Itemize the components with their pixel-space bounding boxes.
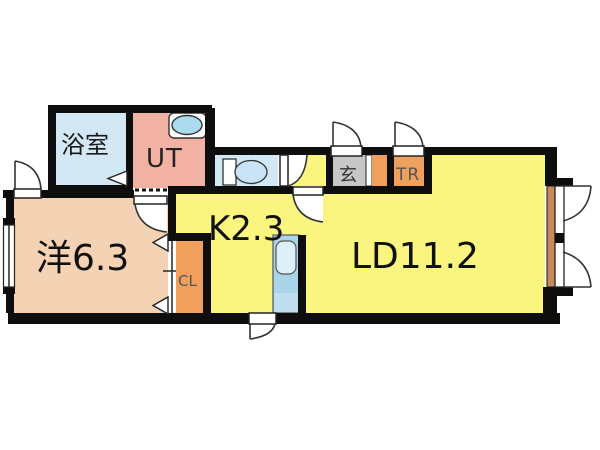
wood-frame (546, 185, 556, 288)
entrance-door-frame (365, 154, 373, 187)
walls (3, 105, 573, 324)
labels: 浴室 UT 玄 TR K2.3 LD11.2 洋6.3 CL (36, 131, 479, 290)
wall-bottom (8, 313, 560, 324)
wall-trunk-left (387, 155, 394, 187)
label-entrance: 玄 (339, 165, 357, 186)
label-trunk: TR (395, 165, 420, 185)
label-bathroom: 浴室 (61, 131, 109, 159)
wall-top-main (212, 147, 557, 155)
western-window (2, 218, 16, 294)
doors (2, 121, 592, 340)
wall-right-top (545, 147, 557, 186)
wall-entrance-left (326, 155, 333, 187)
room-entrance (333, 155, 366, 186)
label-western: 洋6.3 (36, 238, 129, 279)
wall-right-top-cap (545, 178, 573, 186)
entrance-door (330, 121, 363, 157)
wall-western-kitchen-divider (168, 194, 176, 235)
wall-right-bottom-cap (545, 287, 573, 296)
washbasin-icon (171, 114, 203, 136)
label-kitchen: K2.3 (208, 209, 284, 249)
label-utility: UT (146, 144, 183, 174)
room-closet (176, 241, 203, 313)
trunk-room-door (392, 121, 425, 157)
wall-closet-right (203, 233, 211, 317)
kitchen-sink-icon (275, 240, 297, 275)
bathroom-folding-door (106, 169, 128, 188)
room-trunk (394, 155, 424, 186)
label-closet: CL (178, 272, 197, 290)
wall-bath-bottom (48, 185, 133, 193)
kitchen-service-door (248, 312, 277, 340)
wall-hall-bottom-left (168, 186, 293, 194)
wall-ut-right (205, 108, 215, 194)
wall-closet-top (168, 233, 210, 241)
room-living-dining (176, 194, 545, 313)
closet-bifold-door (151, 232, 176, 316)
wall-bath-left (48, 105, 56, 192)
western-porch-door (13, 160, 42, 199)
toilet-tank-icon (222, 158, 237, 186)
wall-bath-ut-divider (126, 108, 133, 188)
label-living-dining: LD11.2 (351, 236, 479, 277)
toilet-bowl-icon (234, 159, 268, 185)
french-door-mid-post (555, 233, 564, 243)
kitchen-counter-lower (274, 293, 298, 312)
wall-kitchen-ld-partial (298, 235, 306, 315)
wall-western-top (3, 190, 134, 198)
shoe-cabinet (372, 155, 387, 186)
western-room-door (133, 195, 168, 233)
room-living-dining-upper (432, 155, 545, 194)
wall-right-bottom (543, 287, 557, 317)
hall-kitchen-door (292, 186, 324, 223)
french-doors (546, 185, 592, 288)
room-bathroom (56, 113, 126, 187)
wall-hall-bottom-right (323, 186, 432, 194)
toilet-door (279, 154, 308, 187)
wall-trunk-right (424, 147, 432, 194)
